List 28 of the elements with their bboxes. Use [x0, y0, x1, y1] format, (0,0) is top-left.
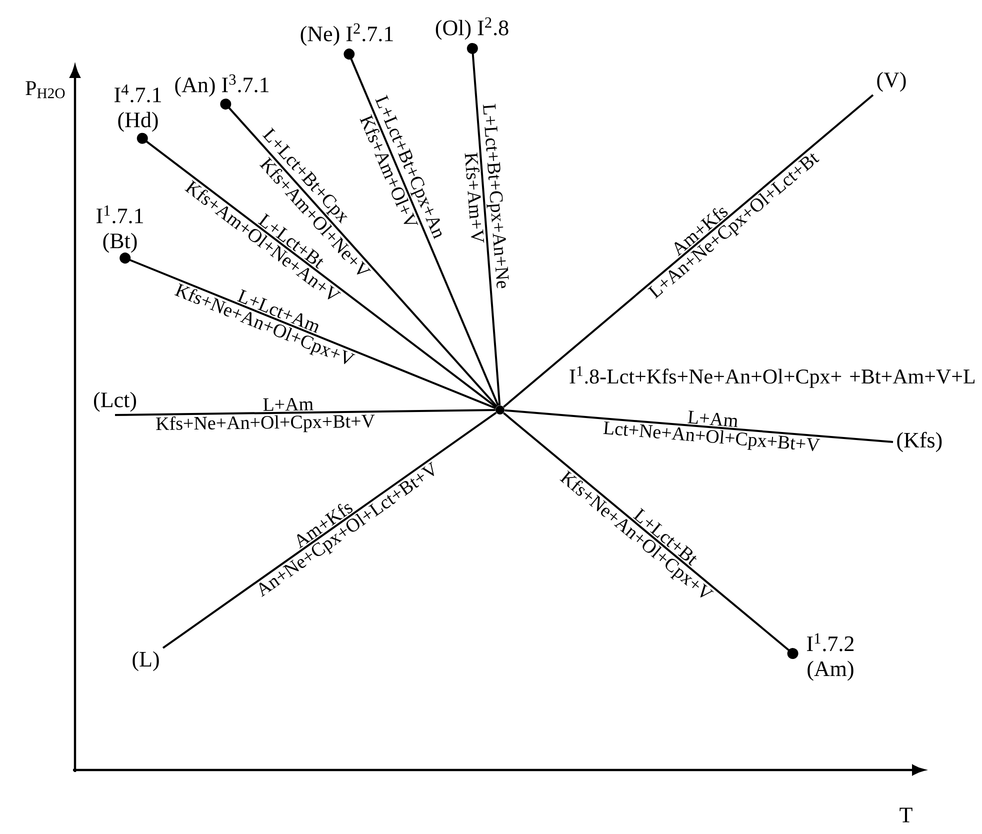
reaction-line: [344, 48, 500, 406]
reaction-line: [504, 409, 894, 443]
end-point-label: (Ol) I$^{2}$.8: [436, 17, 508, 40]
point-label: I$^{1}$.8-Lct+Kfs+Ne+An+Ol+Cpx+ +Bt+Am+V+L: [570, 366, 975, 388]
reaction-label: L+Lct+Bt+Cpx+An+Ne: [483, 104, 509, 288]
end-point-label: (Lct): [94, 392, 136, 412]
end-point-label: I$^{4}$.7.1 (Hd): [114, 84, 161, 132]
end-point-label: (An) I$^{3}$.7.1: [175, 74, 268, 97]
reaction-line: [136, 132, 497, 408]
reaction-line: [502, 94, 874, 408]
reaction-line: [502, 412, 798, 659]
reaction-line: [466, 42, 501, 406]
end-point-label: I$^{1}$.7.1 (Bt): [96, 205, 143, 253]
end-point-label: (Kfs): [897, 432, 942, 452]
reaction-label: L+Am: [263, 398, 314, 411]
reaction-line: [162, 412, 497, 649]
end-point-label: (L): [132, 651, 159, 672]
axis-label: T: [900, 808, 912, 822]
end-point-label: (Ne) I$^{2}$.7.1: [300, 23, 393, 46]
reaction-line: [120, 252, 496, 410]
invariant-point: [496, 406, 504, 414]
reaction-label: Kfs+Ne+An+Ol+Cpx+Bt+V: [156, 414, 375, 432]
end-point-label: (V): [877, 72, 906, 92]
reaction-line: [220, 98, 498, 408]
axis-label: P$_{H2O}$: [26, 81, 65, 98]
end-point-label: I$^{1}$.7.2 (Am): [807, 633, 854, 681]
reaction-label: Kfs+Am+V: [464, 152, 484, 243]
reaction-line: [115, 409, 496, 416]
